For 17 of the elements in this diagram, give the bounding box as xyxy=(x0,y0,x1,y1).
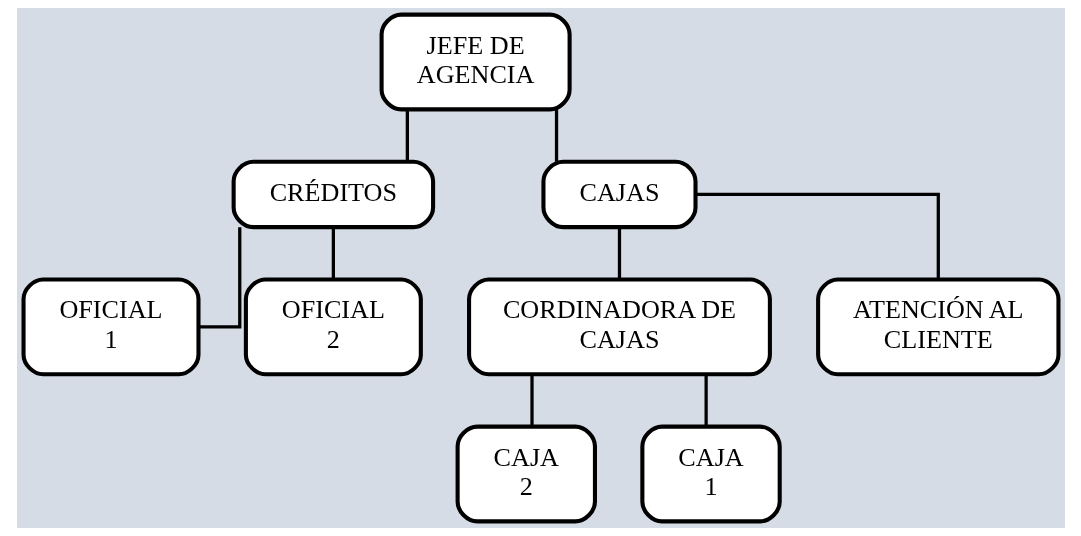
node-box: OFICIAL 1 xyxy=(21,277,201,377)
node-box: CAJA 1 xyxy=(639,424,782,524)
connector xyxy=(695,192,940,280)
connector xyxy=(554,109,558,162)
node-box: CORDINADORA DE CAJAS xyxy=(466,277,772,377)
node-box: ATENCIÓN AL CLIENTE xyxy=(815,277,1060,377)
node-box: CAJA 2 xyxy=(455,424,597,524)
connector xyxy=(198,227,241,329)
connector xyxy=(529,375,534,427)
connector xyxy=(617,227,621,279)
node-box: JEFE DE AGENCIA xyxy=(379,12,572,112)
connector xyxy=(405,109,409,162)
node-box: OFICIAL 2 xyxy=(243,277,423,377)
connector xyxy=(331,227,335,279)
node-box: CAJAS xyxy=(540,159,698,230)
node-box: CRÉDITOS xyxy=(231,159,435,230)
connector xyxy=(704,375,708,427)
